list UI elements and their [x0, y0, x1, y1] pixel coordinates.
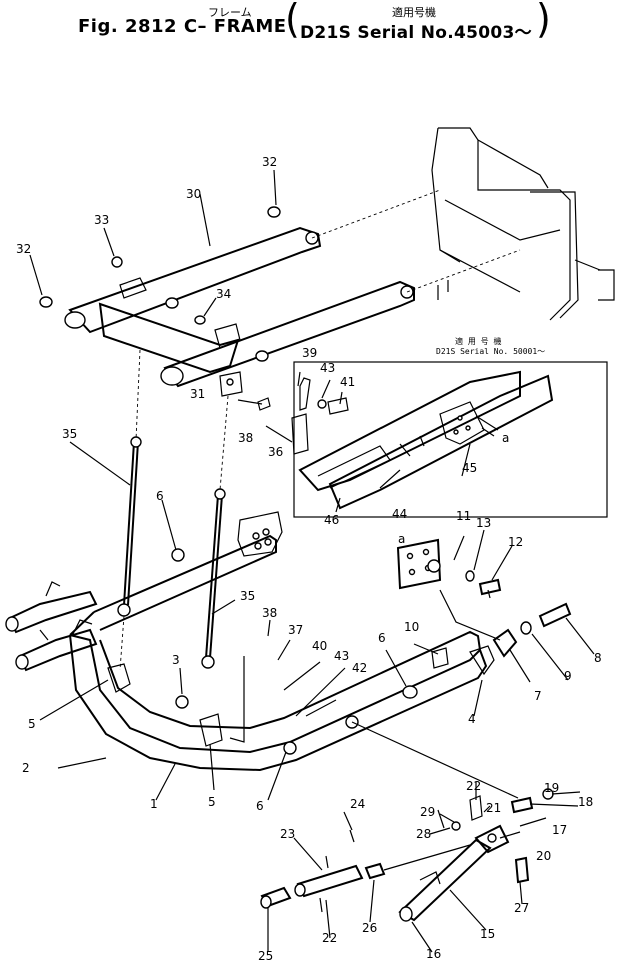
callout-24: 24 [350, 797, 365, 811]
callout-46: 46 [324, 513, 339, 527]
callout-41: 41 [340, 375, 355, 389]
callout-30: 30 [186, 187, 201, 201]
inset-point-a: a [502, 431, 509, 445]
connecting-rods [117, 349, 229, 671]
callout-39: 39 [302, 346, 317, 360]
callout-23: 23 [280, 827, 295, 841]
applicable-model-label: 適用号機 [392, 6, 436, 19]
callout-3: 3 [172, 653, 180, 667]
callout-19: 20 [536, 849, 551, 863]
upper-small-parts [39, 206, 349, 455]
callout-4: 4 [468, 712, 476, 726]
callout-2: 2 [22, 761, 30, 775]
inset-applicable-label: 適 用 号 機 [455, 336, 501, 346]
lower-link-assembly [260, 721, 554, 922]
callout-9: 9 [564, 669, 572, 683]
callout-43: 43 [320, 361, 335, 375]
callout-44: 44 [392, 507, 407, 521]
callout-38: 38 [238, 431, 253, 445]
callout-15: 16 [426, 947, 441, 961]
callout-35: 35 [62, 427, 77, 441]
callout-13: 13 [476, 516, 491, 530]
callout-17: 18 [578, 795, 593, 809]
part-callouts: 32 30 33 32 34 39 43 41 31 38 36 35 6 35… [16, 155, 602, 961]
callout-26: 26 [362, 921, 377, 935]
callout-35b: 35 [240, 589, 255, 603]
bracket-31 [219, 371, 271, 411]
callout-16: 17 [552, 823, 567, 837]
leader-lines [29, 169, 595, 953]
callout-14: 15 [480, 927, 495, 941]
c-frame-main [69, 511, 495, 772]
japanese-part-name: フレーム [208, 6, 252, 19]
callout-40: 40 [312, 639, 327, 653]
callout-8: 8 [594, 651, 602, 665]
callout-32: 32 [262, 155, 277, 169]
right-side-parts [431, 602, 572, 669]
detail-a-label: a [398, 532, 405, 546]
callout-20: 21 [486, 801, 501, 815]
detail-a-plate [396, 538, 502, 641]
serial-range: D21S Serial No.45003〜 [300, 23, 532, 43]
callout-36: 36 [268, 445, 283, 459]
callout-21: 22 [466, 779, 481, 793]
callout-6b: 6 [256, 799, 264, 813]
callout-38b: 38 [262, 606, 277, 620]
callout-25: 25 [258, 949, 273, 961]
callout-12: 12 [508, 535, 523, 549]
close-parenthesis: ) [536, 0, 551, 43]
callout-6c: 6 [378, 631, 386, 645]
inset-detail-box [293, 361, 608, 518]
callout-31: 31 [190, 387, 205, 401]
callout-27: 27 [514, 901, 529, 915]
callout-29: 29 [420, 805, 435, 819]
callout-10: 10 [404, 620, 419, 634]
mounting-bracket [431, 127, 615, 321]
callout-7: 7 [534, 689, 542, 703]
callout-5b: 5 [208, 795, 216, 809]
inset-serial: D21S Serial No. 50001〜 [436, 347, 545, 356]
callout-18: 19 [544, 781, 559, 795]
left-cylinders [5, 581, 98, 672]
callout-37: 37 [288, 623, 303, 637]
callout-5: 5 [28, 717, 36, 731]
callout-1: 1 [150, 797, 158, 811]
upper-yoke-arms [64, 189, 521, 388]
callout-6: 6 [156, 489, 164, 503]
callout-28: 28 [416, 827, 431, 841]
callout-43b: 43 [334, 649, 349, 663]
callout-32b: 32 [16, 242, 31, 256]
callout-33: 33 [94, 213, 109, 227]
callout-11: 11 [456, 509, 471, 523]
callout-34: 34 [216, 287, 231, 301]
callout-22: 22 [322, 931, 337, 945]
open-parenthesis: ( [285, 0, 300, 43]
figure-title: Fig. 2812 C– FRAME [78, 16, 287, 37]
callout-42: 42 [352, 661, 367, 675]
callout-45: 45 [462, 461, 477, 475]
